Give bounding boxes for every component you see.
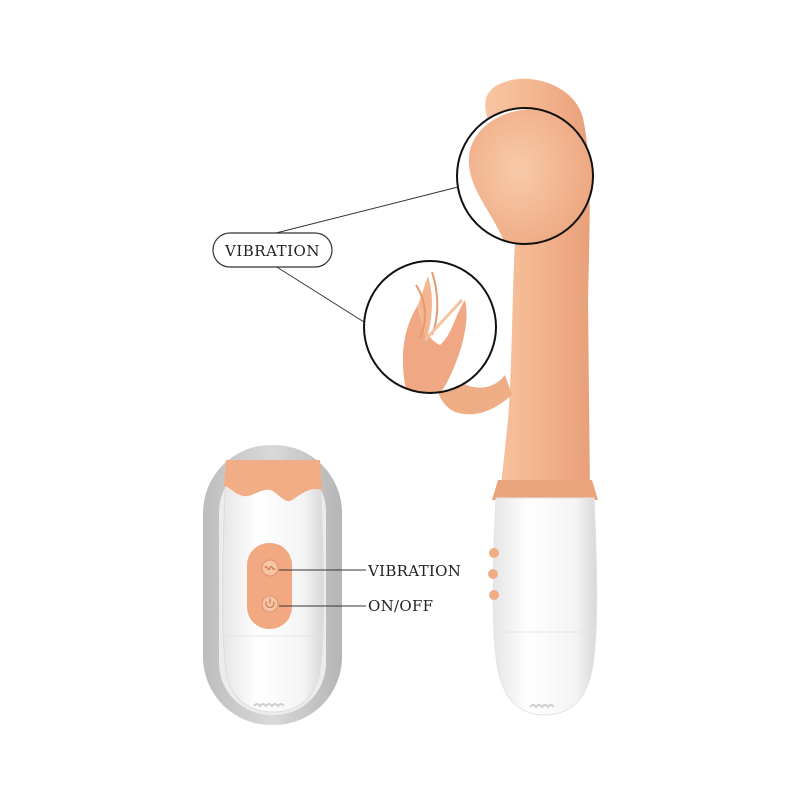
vibration-pill: VIBRATION [212,232,333,268]
vibration-button-label: VIBRATION [367,562,461,580]
vibration-mode-button[interactable] [261,559,279,577]
power-button[interactable] [261,595,279,613]
onoff-button-label: ON/OFF [368,597,433,615]
panel-collar [224,460,322,502]
side-button-2 [488,569,498,579]
side-button-3 [489,590,499,600]
button-pad [247,543,292,629]
side-button-1 [489,548,499,558]
charging-port [529,704,555,709]
callout-lines [271,186,459,323]
tip-magnifier [363,260,497,394]
vibration-mode-icon [264,565,276,571]
power-icon [265,598,275,609]
handle [492,497,598,716]
control-panel-detail: VIBRATION ON/OFF [203,445,461,725]
collar [492,480,598,500]
vibration-pill-label: VIBRATION [224,242,320,260]
head-magnifier [456,107,594,245]
